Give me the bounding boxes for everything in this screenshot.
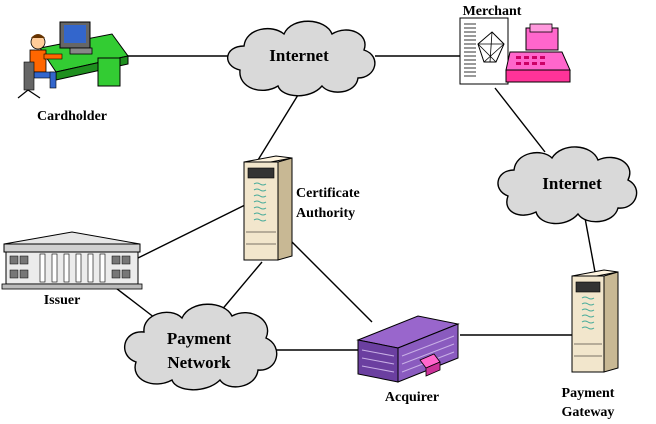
certificate-authority-server-icon [243,155,293,261]
acquirer-building-icon [356,315,460,383]
merchant-label: Merchant [463,4,522,19]
link-internet-gateway [584,217,596,273]
cloud-internet-right: Internet [497,146,638,225]
acquirer-label: Acquirer [385,390,439,405]
link-internet-ca [257,94,299,161]
certificate-authority-label-1: Certificate [296,186,360,201]
link-issuer-ca [137,204,246,259]
cloud-payment-network-label-2: Network [167,353,231,372]
link-ca-paynet [219,261,263,313]
link-ca-acquirer [291,241,373,323]
cloud-payment-network-label-1: Payment [167,329,232,348]
issuer-bank-icon [1,231,143,290]
cloud-internet-top: Internet [227,20,376,97]
merchant-icon [459,17,571,85]
cloud-internet-top-label: Internet [269,46,329,65]
payment-gateway-label-2: Gateway [562,405,615,420]
connections [107,55,596,351]
cardholder-label: Cardholder [37,109,107,124]
cloud-payment-network: Payment Network [123,303,278,391]
cardholder-icon [17,21,129,99]
certificate-authority-label-2: Authority [296,206,355,221]
link-merchant-internet [494,87,546,153]
payment-gateway-server-icon [571,269,619,373]
cloud-internet-right-label: Internet [542,174,602,193]
payment-gateway-label-1: Payment [562,386,615,401]
issuer-label: Issuer [44,293,81,308]
